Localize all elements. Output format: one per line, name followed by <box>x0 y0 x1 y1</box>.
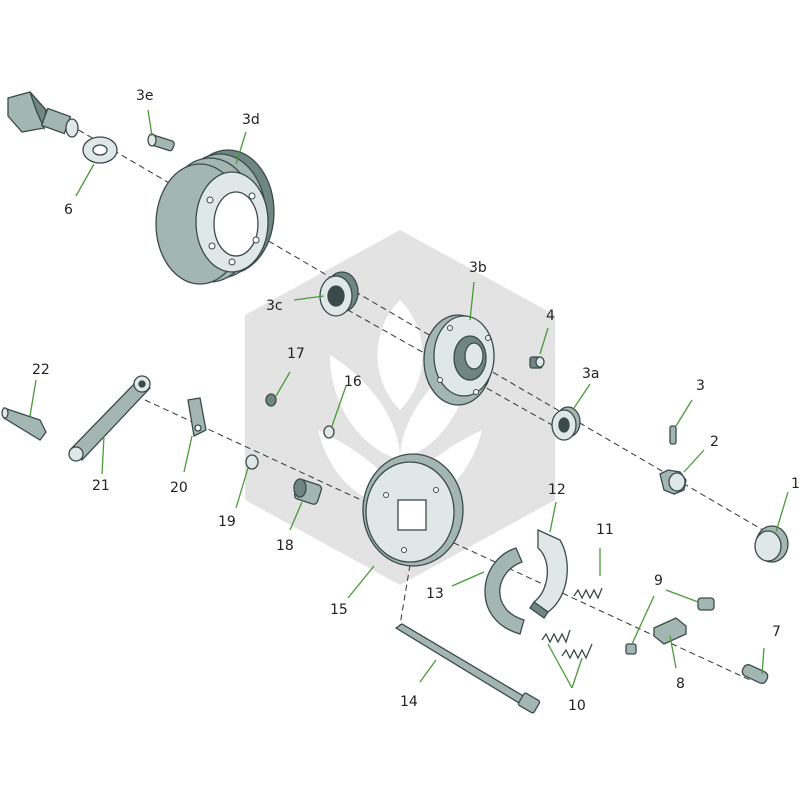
label-3a: 3a <box>582 366 600 382</box>
label-16: 16 <box>344 374 362 390</box>
label-19: 19 <box>218 514 236 530</box>
springs-part-10 <box>541 629 593 660</box>
label-4: 4 <box>546 308 555 324</box>
castle-nut-part-2 <box>659 469 687 495</box>
label-3b: 3b <box>469 260 487 276</box>
cam-shaft-part-22 <box>1 407 47 441</box>
wheel-hub-part <box>423 314 495 406</box>
long-rod-part-14 <box>394 623 541 714</box>
small-nut-part-9a <box>697 597 715 611</box>
label-9: 9 <box>654 573 663 589</box>
brake-lever-part-21 <box>68 375 152 462</box>
label-15: 15 <box>330 602 348 618</box>
split-pin-part-3 <box>669 425 677 445</box>
label-8: 8 <box>676 676 685 692</box>
axle-stub-part <box>7 91 79 138</box>
bracket-part-8 <box>653 617 687 645</box>
brake-drum-part <box>155 149 275 285</box>
back-plate-part-15 <box>362 453 464 567</box>
label-11: 11 <box>596 522 614 538</box>
label-7: 7 <box>772 624 781 640</box>
label-17: 17 <box>287 346 305 362</box>
bearing-part-3c <box>319 271 359 317</box>
label-12: 12 <box>548 482 566 498</box>
watermark-logo <box>245 230 555 585</box>
label-10: 10 <box>568 698 586 714</box>
spring-part-11 <box>573 587 603 600</box>
bush-part-4 <box>529 356 545 369</box>
label-2: 2 <box>710 434 719 450</box>
ring-part-17 <box>265 393 277 407</box>
ring-part-16 <box>323 425 335 439</box>
label-21: 21 <box>92 478 110 494</box>
bush-part-18 <box>293 478 323 505</box>
label-18: 18 <box>276 538 294 554</box>
label-3e: 3e <box>136 88 154 104</box>
hub-cap-part-1 <box>754 525 789 563</box>
label-3d: 3d <box>242 112 260 128</box>
label-20: 20 <box>170 480 188 496</box>
brake-shoe-part-12 <box>529 528 568 619</box>
label-3: 3 <box>696 378 705 394</box>
bearing-part-3a <box>551 406 581 441</box>
clevis-pin-part-7 <box>741 664 769 684</box>
label-1: 1 <box>791 476 800 492</box>
label-22: 22 <box>32 362 50 378</box>
wheel-stud-part <box>147 133 175 152</box>
small-nut-part-9b <box>625 643 637 655</box>
washer-part-6 <box>82 136 118 164</box>
label-14: 14 <box>400 694 418 710</box>
label-6: 6 <box>64 202 73 218</box>
label-3c: 3c <box>266 298 283 314</box>
leader-lines <box>29 109 789 689</box>
plate-part-20 <box>187 397 207 437</box>
brake-shoe-part-13 <box>484 547 525 635</box>
clip-part-19 <box>245 454 259 470</box>
label-13: 13 <box>426 586 444 602</box>
part-labels: 1 2 3 3a 3b 3c 3d 3e 4 6 7 8 9 10 11 12 … <box>32 88 800 714</box>
